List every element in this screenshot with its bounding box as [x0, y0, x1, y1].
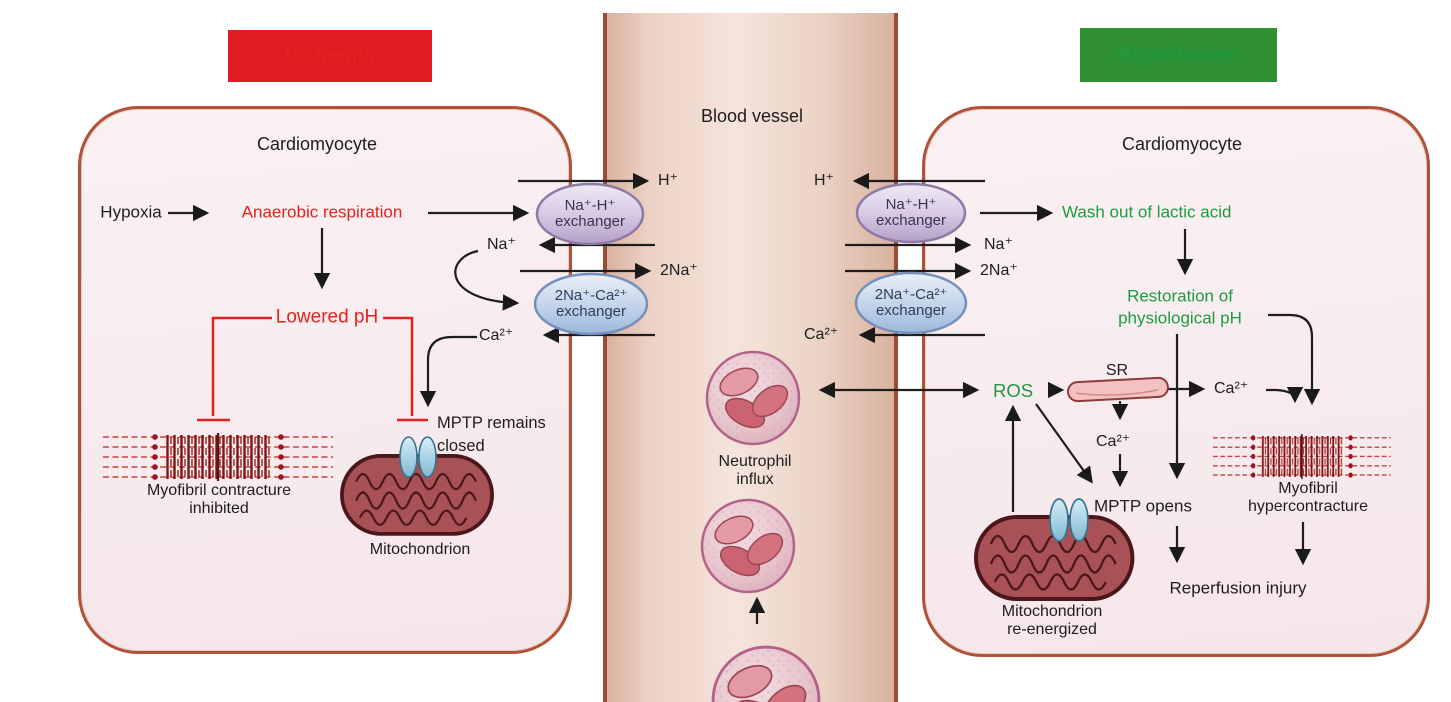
left-cardiomyocyte-cell — [78, 106, 572, 654]
sr-tube-icon — [1067, 376, 1169, 403]
ca-ion-label-below-sr: Ca²⁺ — [1096, 433, 1131, 451]
ncx-right-label: 2Na⁺-Ca²⁺ exchanger — [874, 285, 948, 319]
ros-label: ROS — [992, 379, 1034, 401]
reperfusion-banner: Reperfusion — [1080, 28, 1277, 82]
nhe-right-label: Na⁺-H⁺ exchanger — [875, 195, 947, 229]
ncx-right-line1: 2Na⁺-Ca²⁺ — [874, 285, 948, 303]
nhe-left-line2: exchanger — [554, 213, 626, 230]
washout-label: Wash out of lactic acid — [1062, 202, 1232, 222]
left-myofibril-icon — [101, 431, 335, 483]
ncx-exchanger-right — [854, 271, 968, 335]
left-myofibril-caption-line1: Myofibril contracture — [146, 482, 292, 500]
left-flow-arrows — [168, 204, 530, 408]
nhe-right-line2: exchanger — [875, 212, 947, 229]
restoration-label-line1: Restoration of — [1127, 286, 1233, 306]
right-mitochondrion-caption-line1: Mitochondrion — [1001, 603, 1103, 621]
ncx-exchanger-left — [533, 272, 649, 336]
ca-ion-label-right-vessel: Ca²⁺ — [804, 326, 839, 344]
reperfusion-injury-label: Reperfusion injury — [1169, 578, 1307, 598]
left-mitochondrion-icon — [340, 454, 494, 536]
left-mitochondrion-caption: Mitochondrion — [369, 541, 471, 559]
nhe-exchanger-right — [855, 182, 967, 244]
membrane-ion-arrows-right — [845, 172, 985, 344]
ncx-right-line2: exchanger — [875, 302, 947, 319]
lowered-ph-label: Lowered pH — [275, 306, 379, 328]
neutrophil-icon-top — [705, 350, 801, 446]
ncx-left-line2: exchanger — [555, 303, 627, 320]
na-ion-label-right: Na⁺ — [984, 236, 1013, 254]
anaerobic-respiration-label: Anaerobic respiration — [241, 202, 403, 222]
nhe-left-label: Na⁺-H⁺ exchanger — [554, 196, 626, 230]
blood-vessel-title: Blood vessel — [700, 106, 804, 127]
nhe-right-line1: Na⁺-H⁺ — [885, 195, 937, 213]
neutrophil-icon-bottom — [711, 645, 821, 702]
lowered-ph-inhibition-lines — [197, 316, 428, 422]
right-myofibril-caption-line1: Myofibril — [1278, 480, 1338, 498]
restoration-label-line2: physiological pH — [1118, 308, 1242, 328]
right-cell-title: Cardiomyocyte — [1121, 134, 1243, 155]
right-mitochondrion-caption-line2: re-energized — [1007, 621, 1097, 639]
ca-ion-label-sr-east: Ca²⁺ — [1214, 380, 1249, 398]
ca-ion-label-left: Ca²⁺ — [479, 327, 514, 345]
ncx-left-line1: 2Na⁺-Ca²⁺ — [554, 286, 628, 304]
na-ion-label-left: Na⁺ — [487, 236, 516, 254]
neutrophil-icon-middle — [700, 498, 796, 594]
sr-label: SR — [1105, 362, 1129, 380]
nhe-exchanger-left — [535, 182, 645, 246]
neutrophil-influx-label-line1: Neutrophil — [718, 453, 792, 471]
ischemia-banner: Ischemia — [228, 30, 432, 82]
right-myofibril-icon — [1211, 433, 1392, 480]
mptp-opens-label: MPTP opens — [1094, 496, 1192, 516]
left-myofibril-caption-line2: inhibited — [189, 500, 249, 518]
h-ion-label-left: H⁺ — [658, 172, 678, 190]
ncx-left-label: 2Na⁺-Ca²⁺ exchanger — [554, 286, 628, 320]
nhe-left-line1: Na⁺-H⁺ — [564, 196, 616, 214]
neutrophil-influx-label-line2: influx — [736, 471, 774, 489]
hypoxia-label: Hypoxia — [100, 202, 162, 222]
na2-ion-label-left: 2Na⁺ — [660, 262, 698, 280]
left-cell-title: Cardiomyocyte — [256, 134, 378, 155]
na2-ion-label-right: 2Na⁺ — [980, 262, 1018, 280]
mptp-remains-label-line2: closed — [437, 436, 485, 455]
h-ion-label-right: H⁺ — [814, 172, 834, 190]
mptp-remains-label-line1: MPTP remains — [437, 413, 546, 432]
right-flow-arrows — [818, 204, 1321, 566]
membrane-ion-arrows-left — [454, 172, 655, 344]
right-myofibril-caption-line2: hypercontracture — [1247, 498, 1369, 516]
